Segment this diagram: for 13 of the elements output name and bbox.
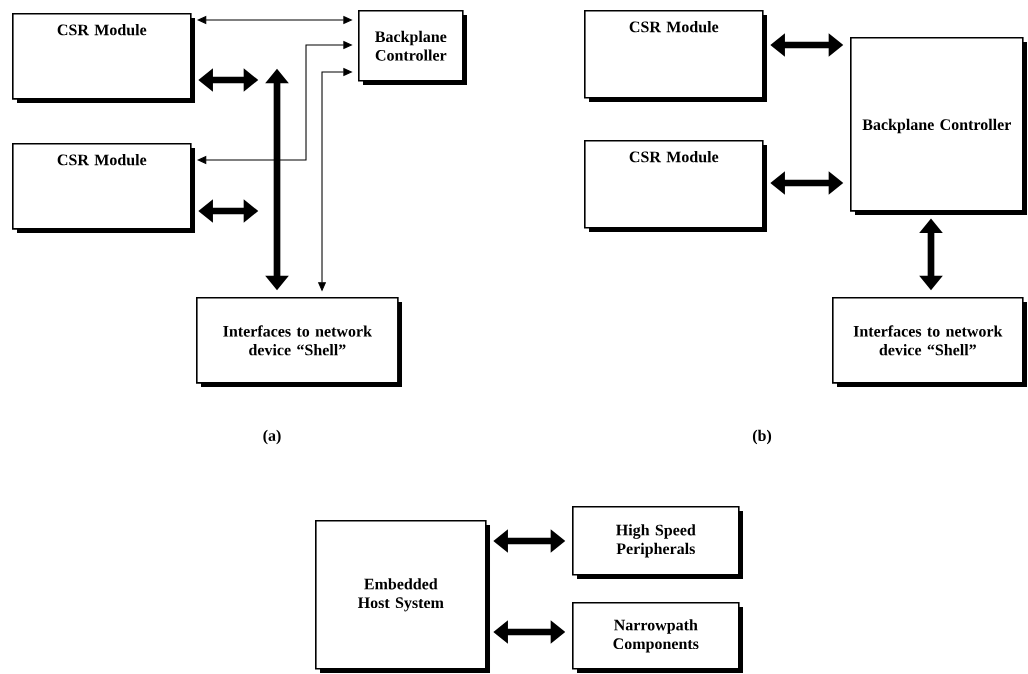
block-box: CSR Module <box>584 140 767 232</box>
block-box: High Speed Peripherals <box>572 506 743 579</box>
block-box: Embedded Host System <box>315 520 490 673</box>
block-box: CSR Module <box>584 10 767 102</box>
block-box: Narrowpath Components <box>572 602 743 673</box>
block-box: Backplane Controller <box>358 10 467 85</box>
panel-label: (a) <box>263 429 281 445</box>
block-box: Interfaces to network device “Shell” <box>832 297 1027 387</box>
block-box: Backplane Controller <box>850 37 1027 215</box>
panel-label: (b) <box>752 429 772 445</box>
block-box: Interfaces to network device “Shell” <box>196 297 402 387</box>
block-box: CSR Module <box>12 13 195 103</box>
block-box: CSR Module <box>12 143 195 233</box>
